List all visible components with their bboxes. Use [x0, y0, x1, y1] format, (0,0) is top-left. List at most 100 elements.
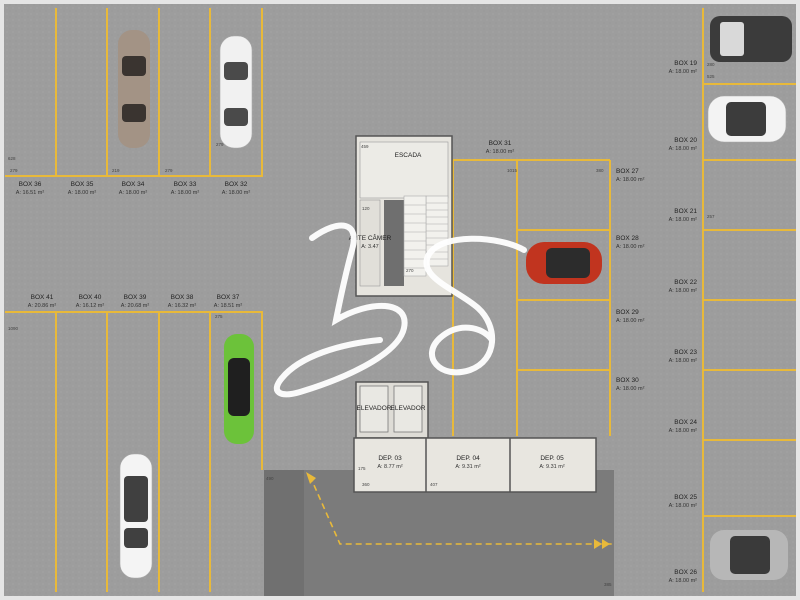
- box36-label: BOX 36: [19, 181, 42, 188]
- top-left-bay: [5, 8, 263, 177]
- box39-area: A: 20.68 m²: [121, 303, 150, 309]
- box31-label: BOX 31: [489, 140, 512, 147]
- dim-279b: 279: [165, 168, 173, 173]
- box26-label: BOX 26: [674, 569, 697, 576]
- dim-407: 407: [430, 482, 438, 487]
- dep04-label: DEP. 04: [456, 455, 480, 462]
- box20-label: BOX 20: [674, 137, 697, 144]
- right-column-bay: [702, 8, 796, 592]
- dim-257: 257: [707, 214, 715, 219]
- box27-label: BOX 27: [616, 168, 639, 175]
- box38-area: A: 16.32 m²: [168, 303, 197, 309]
- dim-275: 275: [215, 314, 223, 319]
- elevator-block: [355, 381, 429, 439]
- box41-label: BOX 41: [31, 294, 54, 301]
- box29-label: BOX 29: [616, 309, 639, 316]
- box34-label: BOX 34: [122, 181, 145, 188]
- dep05-label: DEP. 05: [540, 455, 564, 462]
- dim-628: 628: [8, 156, 16, 161]
- box22-area: A: 18.00 m²: [669, 288, 698, 294]
- antecamera-area: A: 3.47: [361, 244, 378, 250]
- dim-490: 490: [266, 476, 274, 481]
- box25-label: BOX 25: [674, 494, 697, 501]
- dep05-area: A: 9.31 m²: [539, 464, 565, 470]
- dimension-labels: 628 279 219 279 279 459 120 270 380 1015…: [8, 62, 715, 587]
- box35-label: BOX 35: [71, 181, 94, 188]
- watermark: BS: [273, 222, 527, 398]
- dim-459: 459: [361, 144, 369, 149]
- box33-area: A: 18.00 m²: [171, 190, 200, 196]
- box33-label: BOX 33: [174, 181, 197, 188]
- box37-area: A: 18.51 m²: [214, 303, 243, 309]
- box26-area: A: 18.00 m²: [669, 578, 698, 584]
- dim-219: 219: [112, 168, 120, 173]
- dep04-area: A: 9.31 m²: [455, 464, 481, 470]
- box39-label: BOX 39: [124, 294, 147, 301]
- box24-area: A: 18.00 m²: [669, 428, 698, 434]
- dim-360: 360: [362, 482, 370, 487]
- box23-label: BOX 23: [674, 349, 697, 356]
- box23-area: A: 18.00 m²: [669, 358, 698, 364]
- car-white-suv-top: [219, 35, 253, 149]
- car-green: [224, 334, 254, 444]
- elevador2-label: ELEVADOR: [391, 405, 426, 412]
- box21-label: BOX 21: [674, 208, 697, 215]
- car-red: [526, 242, 602, 284]
- dep03-area: A: 8.77 m²: [377, 464, 403, 470]
- box19-area: A: 18.00 m²: [669, 69, 698, 75]
- box41-area: A: 20.86 m²: [28, 303, 57, 309]
- deposit-block: [353, 437, 597, 493]
- escada-label: ESCADA: [395, 152, 422, 159]
- box34-area: A: 18.00 m²: [119, 190, 148, 196]
- box24-label: BOX 24: [674, 419, 697, 426]
- antecamera-label: ANTE CÂMER: [349, 233, 392, 242]
- dim-280: 280: [707, 62, 715, 67]
- box31-area: A: 18.00 m²: [486, 149, 515, 155]
- car-white-van: [119, 453, 153, 579]
- box27-area: A: 18.00 m²: [616, 177, 645, 183]
- dim-1015: 1015: [507, 168, 518, 173]
- box32-area: A: 18.00 m²: [222, 190, 251, 196]
- box40-area: A: 16.12 m²: [76, 303, 105, 309]
- box40-label: BOX 40: [79, 294, 102, 301]
- bottom-left-bay: [5, 311, 263, 592]
- center-right-bay: [452, 159, 611, 436]
- box21-area: A: 18.00 m²: [669, 217, 698, 223]
- box-labels: BOX 36 A: 16.51 m² BOX 35 A: 18.00 m² BO…: [16, 60, 698, 584]
- dep03-label: DEP. 03: [378, 455, 402, 462]
- car-silver: [710, 530, 788, 580]
- box25-area: A: 18.00 m²: [669, 503, 698, 509]
- box38-label: BOX 38: [171, 294, 194, 301]
- ramp-area-strip: [264, 470, 304, 596]
- stair-core: [355, 135, 453, 297]
- box29-area: A: 18.00 m²: [616, 318, 645, 324]
- dim-120: 120: [362, 206, 370, 211]
- box37-label: BOX 37: [217, 294, 240, 301]
- box28-label: BOX 28: [616, 235, 639, 242]
- box32-label: BOX 32: [225, 181, 248, 188]
- box35-area: A: 18.00 m²: [68, 190, 97, 196]
- dim-385: 385: [604, 582, 612, 587]
- dim-279: 279: [10, 168, 18, 173]
- car-gold-sedan: [118, 30, 150, 148]
- dim-380: 380: [596, 168, 604, 173]
- elevador1-label: ELEVADOR: [357, 405, 392, 412]
- box28-area: A: 18.00 m²: [616, 244, 645, 250]
- dim-279c: 279: [216, 142, 224, 147]
- box30-area: A: 18.00 m²: [616, 386, 645, 392]
- box22-label: BOX 22: [674, 279, 697, 286]
- dim-175: 175: [358, 466, 366, 471]
- dim-525: 525: [707, 74, 715, 79]
- box19-label: BOX 19: [674, 60, 697, 67]
- box20-area: A: 18.00 m²: [669, 146, 698, 152]
- dim-270: 270: [406, 268, 414, 273]
- traffic-arrow: [306, 472, 612, 549]
- car-black-pickup: [710, 16, 792, 62]
- box36-area: A: 16.51 m²: [16, 190, 45, 196]
- box30-label: BOX 30: [616, 377, 639, 384]
- room-labels: ESCADA ANTE CÂMER A: 3.47 ELEVADOR ELEVA…: [349, 152, 565, 470]
- dim-1090: 1090: [8, 326, 19, 331]
- car-white-hatch: [707, 95, 787, 143]
